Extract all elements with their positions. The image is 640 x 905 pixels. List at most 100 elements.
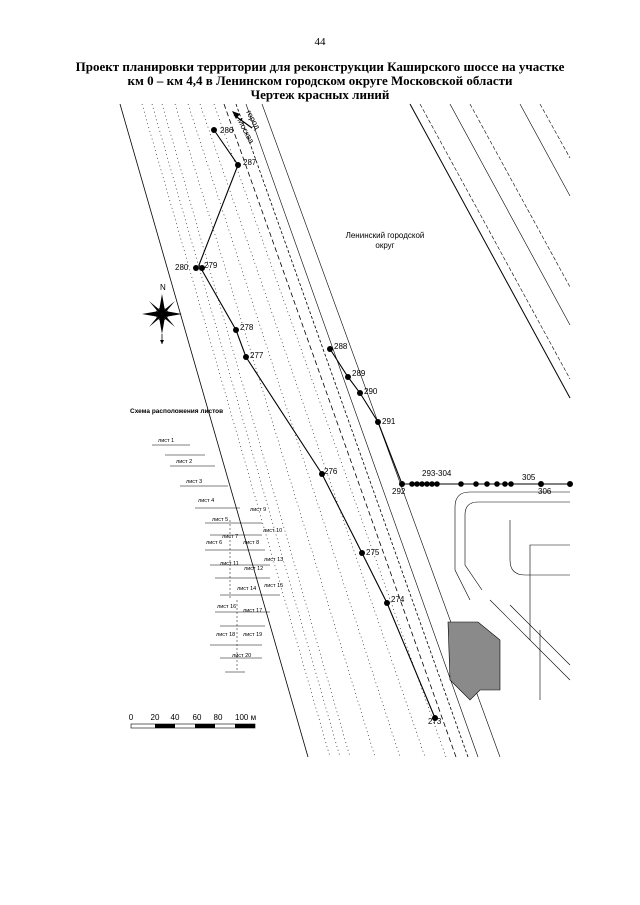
sheet-17: лист 17 [243,608,262,614]
point-273-marker [432,715,438,721]
boundary-points: 286 287 280 279 278 277 288 289 290 291 … [175,126,573,726]
page-number: 44 [314,36,326,48]
point-277-label: 277 [250,351,264,360]
railway [409,103,571,399]
point-303-marker [502,481,508,487]
point-280-marker [193,265,199,271]
sheet-20: лист 20 [232,653,251,659]
point-301-marker [484,481,490,487]
point-276-label: 276 [324,467,338,476]
railway-track-1 [409,103,571,399]
sheet-18: лист 18 [216,632,235,638]
district-label-1: Ленинский городской [346,231,425,240]
point-290-label: 290 [364,387,378,396]
point-305-marker [538,481,544,487]
outline-2 [464,501,570,591]
scale-tick-100: 100 м [235,713,256,722]
road-corridor [119,103,501,758]
point-276-marker [319,471,325,477]
sheet-12: лист 12 [244,566,263,572]
direction-to-moscow: город Москва [232,109,262,146]
outline-3 [529,544,570,640]
schema-title: Схема расположения листов [130,408,223,415]
sheet-6: лист 6 [206,540,222,546]
point-306-label: 306 [538,487,552,496]
point-295-marker [419,481,425,487]
point-287-label: 287 [243,158,257,167]
point-278-label: 278 [240,323,254,332]
scale-tick-60: 60 [193,713,202,722]
point-286-marker [211,127,217,133]
title-line-3: Чертеж красных линий [250,87,390,102]
point-290-marker [357,390,363,396]
point-300-marker [473,481,479,487]
red-line-left [198,129,436,719]
sheet-14: лист 14 [237,586,256,592]
point-293-304-label: 293-304 [422,469,452,478]
road-dots-7 [213,103,447,758]
sheet-9: лист 9 [250,507,266,513]
sheet-1: лист 1 [158,438,174,444]
point-294-marker [414,481,420,487]
point-279-label: 279 [204,261,218,270]
outline-1 [454,491,570,601]
sheet-2: лист 2 [176,459,192,465]
outline-4 [509,520,570,576]
point-289-marker [345,374,351,380]
point-292-label: 292 [392,487,406,496]
sheet-11: лист 11 [220,561,239,567]
road-dots-2 [151,103,341,758]
railway-track-2 [419,103,571,380]
sheet-8: лист 8 [243,540,259,546]
point-299-marker [458,481,464,487]
scale-tick-80: 80 [214,713,223,722]
point-278-marker [233,327,239,333]
railway-track-6 [539,103,571,159]
title-line-2: км 0 – км 4,4 в Ленинском городском окру… [127,73,513,88]
point-275-label: 275 [366,548,380,557]
point-280-label: 280 [175,263,189,272]
point-302-marker [494,481,500,487]
point-288-marker [327,346,333,352]
sheet-15: лист 15 [264,583,283,589]
point-296-marker [424,481,430,487]
road-dots-3 [161,103,351,758]
point-297-marker [429,481,435,487]
scale-tick-0: 0 [129,713,134,722]
road-dots-5 [187,103,401,758]
sheet-16: лист 16 [217,604,236,610]
point-291-label: 291 [382,417,396,426]
scale-bar: 0 20 40 60 80 100 м [129,713,256,729]
road-edge-left [119,103,309,758]
point-273-label: 273 [428,717,442,726]
point-306-marker [567,481,573,487]
point-275-marker [359,550,365,556]
title-line-1: Проект планировки территории для реконст… [75,59,565,74]
point-279-marker [199,265,205,271]
point-291-marker [375,419,381,425]
sheet-13: лист 13 [264,557,283,563]
point-274-marker [384,600,390,606]
point-305-label: 305 [522,473,536,482]
scale-tick-20: 20 [151,713,160,722]
point-287-marker [235,162,241,168]
road-dash-center [223,103,457,758]
sheet-19: лист 19 [243,632,262,638]
railway-track-3 [449,103,571,326]
point-293-marker [409,481,415,487]
railway-track-5 [519,103,571,197]
point-274-label: 274 [391,595,405,604]
sheet-7: лист 7 [222,534,238,540]
sheet-4: лист 4 [198,498,214,504]
map-title: Проект планировки территории для реконст… [60,60,580,102]
compass-rose-icon: N [142,283,182,344]
point-277-marker [243,354,249,360]
north-label: N [160,283,166,292]
arrow-head-icon [232,111,240,119]
railway-track-4 [469,103,571,288]
point-304-marker [508,481,514,487]
outline-5 [489,599,571,681]
red-line-right [329,348,570,485]
point-288-label: 288 [334,342,348,351]
